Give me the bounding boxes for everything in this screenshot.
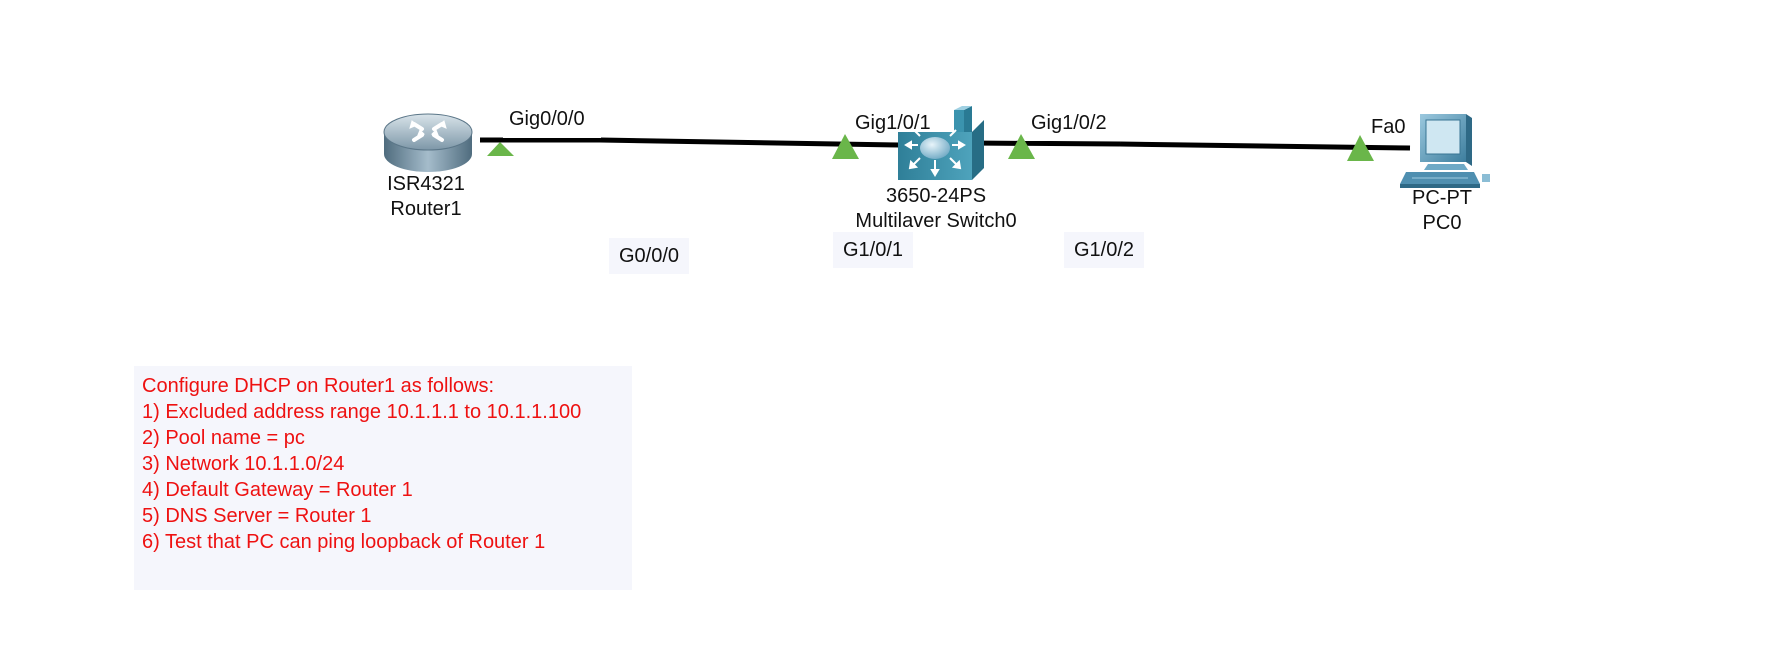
- instruction-item: 1) Excluded address range 10.1.1.1 to 10…: [142, 401, 582, 423]
- port-up-indicator-switch-g1: [832, 134, 859, 159]
- pc-model: PC-PT: [1412, 187, 1472, 209]
- port-label-switch-gig1-0-1: Gig1/0/1: [855, 112, 931, 134]
- port-up-indicator-switch-g2: [1008, 134, 1035, 159]
- link-switch-pc[interactable]: [969, 140, 1411, 151]
- router-icon[interactable]: [383, 113, 473, 172]
- port-label-pc-fa0: Fa0: [1371, 116, 1406, 138]
- pc-label: PC-PT PC0: [1392, 186, 1492, 236]
- instruction-item: 4) Default Gateway = Router 1: [142, 479, 413, 501]
- note-g1-0-1[interactable]: G1/0/1: [833, 232, 914, 268]
- router-model: ISR4321: [387, 173, 465, 195]
- note-g1-0-2[interactable]: G1/0/2: [1064, 232, 1145, 268]
- instruction-item: 6) Test that PC can ping loopback of Rou…: [142, 531, 546, 553]
- port-label-router-gig0-0-0: Gig0/0/0: [509, 108, 585, 130]
- instruction-item: 2) Pool name = pc: [142, 427, 305, 449]
- switch-label: 3650-24PS Multilaver Switch0: [834, 184, 1038, 234]
- switch-name: Multilaver Switch0: [855, 210, 1017, 232]
- switch-model: 3650-24PS: [885, 185, 987, 207]
- router-name: Router1: [390, 198, 462, 220]
- instruction-title: Configure DHCP on Router1 as follows:: [142, 375, 495, 397]
- pc-icon[interactable]: [1400, 114, 1490, 188]
- multilayer-switch-icon[interactable]: [898, 106, 984, 180]
- pc-name: PC0: [1422, 212, 1462, 234]
- router-label: ISR4321 Router1: [376, 172, 476, 222]
- port-up-indicator-pc: [1347, 135, 1374, 161]
- note-g0-0-0[interactable]: G0/0/0: [609, 238, 690, 274]
- link-router-switch[interactable]: [480, 137, 901, 148]
- instructions-note[interactable]: Configure DHCP on Router1 as follows: 1)…: [134, 366, 632, 590]
- port-label-switch-gig1-0-2: Gig1/0/2: [1031, 112, 1107, 134]
- port-up-indicator-router: [487, 142, 514, 156]
- instruction-item: 5) DNS Server = Router 1: [142, 505, 372, 527]
- instruction-item: 3) Network 10.1.1.0/24: [142, 453, 345, 475]
